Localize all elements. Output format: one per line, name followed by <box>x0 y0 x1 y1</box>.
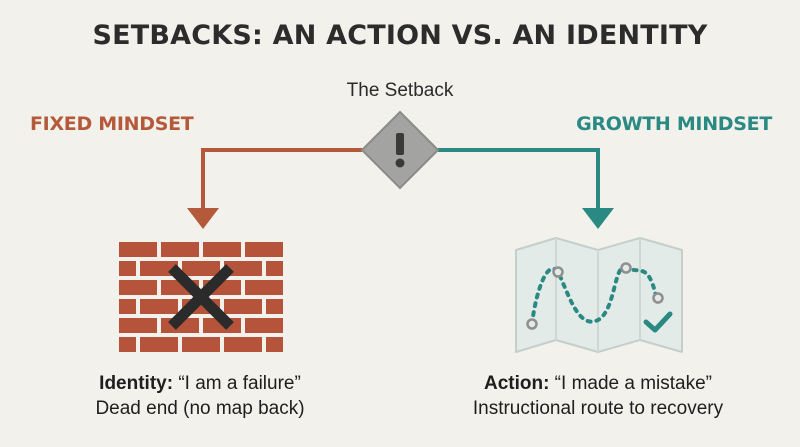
growth-caption-bold: Action: <box>483 373 550 394</box>
fixed-caption-line1: Identity: “I am a failure” <box>0 371 400 396</box>
fixed-arrow <box>187 148 362 229</box>
growth-caption-sub: Instructional route to recovery <box>472 398 724 419</box>
fixed-mindset-heading: FIXED MINDSET <box>30 113 194 135</box>
fixed-caption-sub: Dead end (no map back) <box>95 398 305 419</box>
brick-wall-x-icon <box>118 241 284 353</box>
growth-caption-quote: “I made a mistake” <box>549 373 713 394</box>
page-title: SETBACKS: AN ACTION VS. AN IDENTITY <box>92 20 708 51</box>
fixed-caption-bold: Identity: <box>99 373 174 394</box>
map-route-check-icon <box>515 237 683 353</box>
growth-arrow <box>438 148 614 229</box>
fixed-caption-quote: “I am a failure” <box>173 373 301 394</box>
growth-caption-line1: Action: “I made a mistake” <box>398 371 798 396</box>
warning-diamond-icon <box>360 110 440 190</box>
setback-label: The Setback <box>346 80 454 101</box>
growth-mindset-heading: GROWTH MINDSET <box>576 113 772 135</box>
